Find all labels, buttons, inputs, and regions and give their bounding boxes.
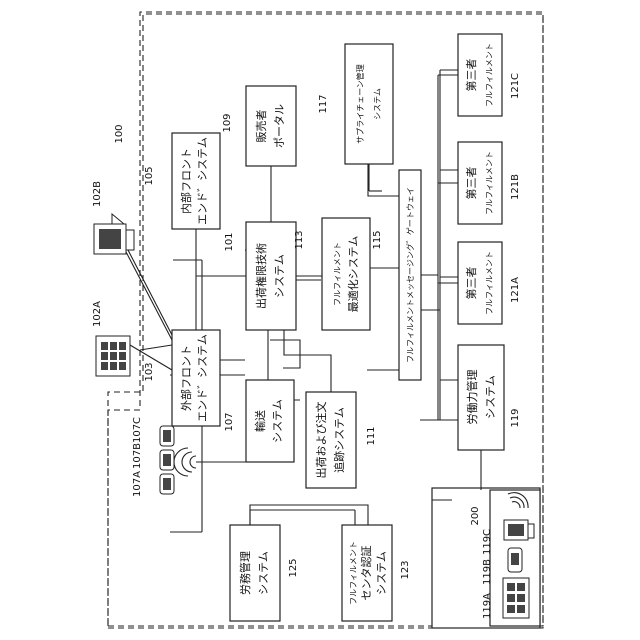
label-101: 101 (224, 232, 235, 251)
label-117: 117 (318, 94, 329, 113)
box-123-line3: システム (375, 551, 388, 595)
label-200: 200 (470, 506, 481, 525)
label-119A: 119A (482, 593, 493, 619)
box-119-line2: システム (484, 375, 497, 419)
box-123: フルフィルメント センタ認証 システム (342, 525, 392, 621)
box-105-line2: エンド゛システム (196, 137, 209, 225)
box-125-line2: システム (257, 551, 270, 595)
box-101-line2: システム (273, 254, 286, 298)
label-107B: 107B (132, 443, 143, 469)
label-102A: 102A (92, 301, 103, 327)
label-123: 123 (400, 560, 411, 579)
label-119: 119 (510, 408, 521, 427)
device-102A-tablet-icon (96, 336, 130, 376)
box-105: 内部フロント エンド゛システム (172, 133, 220, 229)
label-115: 115 (372, 230, 383, 249)
box-103-line1: 外部フロント (179, 345, 193, 411)
box-119: 労働力管理 システム (458, 345, 504, 450)
device-107A-icon (160, 474, 174, 494)
box-101: 出荷権限技術 システム (246, 222, 296, 330)
label-107C: 107C (132, 417, 143, 443)
label-102B: 102B (92, 181, 103, 207)
label-107: 107 (224, 412, 235, 431)
box-105-line1: 内部フロント (179, 148, 193, 214)
label-121B: 121B (510, 174, 521, 200)
box-107-line2: システム (271, 399, 284, 443)
box-111-line2: 追跡システム (332, 407, 346, 473)
box-109: 販売者 ポータル (246, 86, 296, 166)
box-111-line1: 出荷および注文 (314, 402, 328, 479)
box-121A-line1: 第三者 (464, 267, 478, 300)
box-121B-line1: 第三者 (464, 167, 478, 200)
label-121C: 121C (510, 73, 521, 99)
box-115: フルフィルメントメッセージング゛ゲートウェイ (399, 170, 421, 380)
device-107C-icon (160, 426, 174, 446)
label-111: 111 (366, 426, 377, 445)
device-119A-icon (503, 578, 529, 618)
box-113: フルフィルメント 最適化システム (322, 218, 370, 330)
box-121C-line2: フルフィルメント (485, 43, 494, 107)
box-121C-line1: 第三者 (464, 59, 478, 92)
box-123-line1: フルフィルメント (349, 541, 358, 605)
box-103-line2: エンド゛システム (196, 334, 209, 422)
box-117-line1: サプライチェーン管理 (355, 64, 365, 144)
box-113-line1: フルフィルメント (333, 242, 342, 306)
box-117-line2: システム (373, 88, 382, 120)
box-125-line1: 労務管理 (238, 551, 252, 595)
box-121A-line2: フルフィルメント (485, 251, 494, 315)
label-119B: 119B (482, 559, 493, 585)
label-119C: 119C (482, 529, 493, 555)
device-119B-icon (508, 548, 522, 572)
box-121B: 第三者 フルフィルメント (458, 142, 502, 224)
box-115-line1: フルフィルメントメッセージング゛ゲートウェイ (405, 187, 415, 363)
label-100: 100 (114, 124, 125, 143)
device-102B-computer-icon (94, 214, 134, 254)
box-111: 出荷および注文 追跡システム (306, 392, 356, 488)
device-107B-icon (160, 450, 174, 470)
box-107-line1: 輸送 (253, 410, 267, 432)
label-107A: 107A (132, 471, 143, 497)
label-109: 109 (222, 113, 233, 132)
label-105: 105 (144, 166, 155, 185)
box-119-line1: 労働力管理 (465, 370, 479, 425)
box-117: サプライチェーン管理 システム (345, 44, 393, 164)
box-107: 輸送 システム (246, 380, 294, 462)
box-121B-line2: フルフィルメント (485, 151, 494, 215)
box-123-line2: センタ認証 (359, 546, 373, 601)
wireless-icon-107 (174, 448, 196, 476)
box-101-line1: 出荷権限技術 (254, 243, 268, 309)
box-121A: 第三者 フルフィルメント (458, 242, 502, 324)
box-113-line2: 最適化システム (346, 236, 360, 313)
label-113: 113 (294, 230, 305, 249)
box-121C: 第三者 フルフィルメント (458, 34, 502, 116)
box-109-line2: ポータル (273, 104, 286, 148)
box-103: 外部フロント エンド゛システム (172, 330, 220, 426)
box-125: 労務管理 システム (230, 525, 280, 621)
label-103: 103 (144, 362, 155, 381)
box-109-line1: 販売者 (255, 110, 268, 143)
label-125: 125 (288, 558, 299, 577)
label-121A: 121A (510, 277, 521, 303)
